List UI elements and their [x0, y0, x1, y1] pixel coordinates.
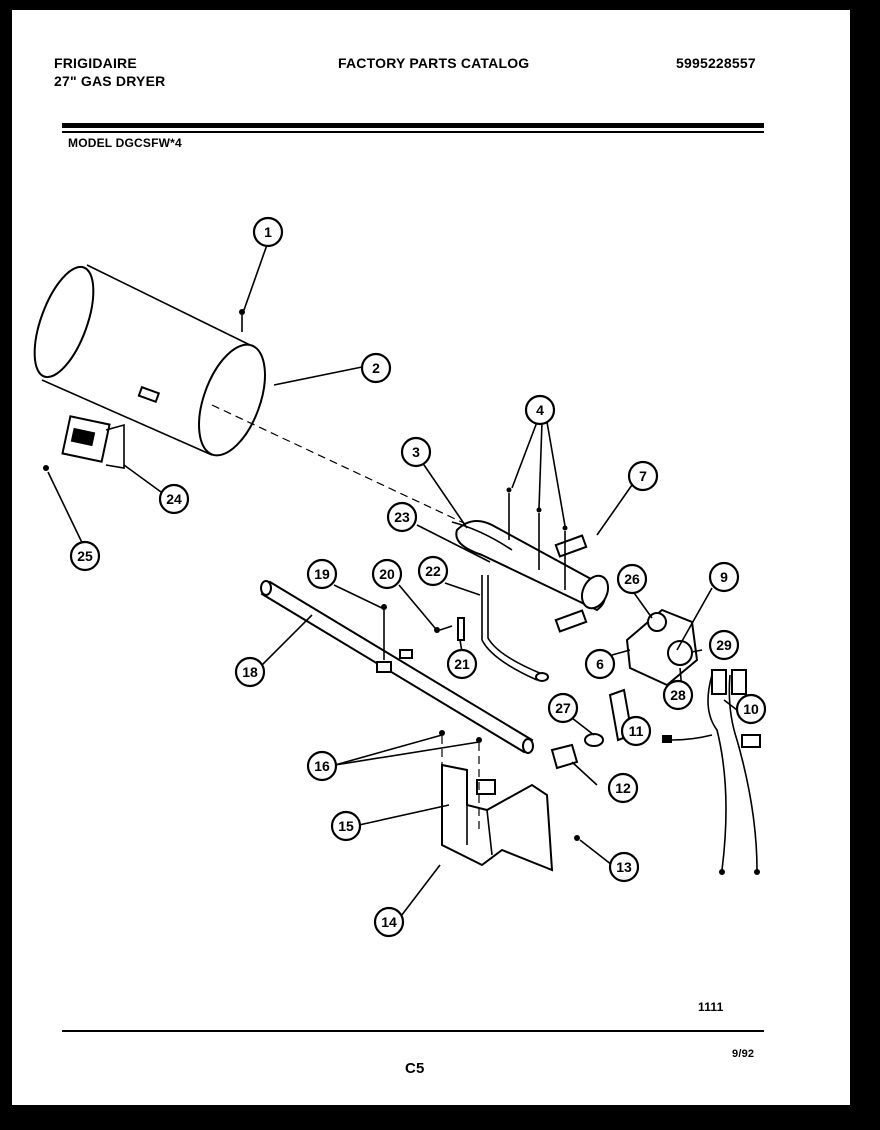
callout-7: 7: [627, 460, 659, 492]
callout-4: 4: [524, 394, 556, 426]
svg-text:22: 22: [425, 563, 441, 579]
callout-1: 1: [252, 216, 284, 248]
callout-18: 18: [234, 656, 266, 688]
exploded-parts-diagram: 1 2 3 4 6 7 9 10 11 12 13 14 15 16 18 19…: [33, 216, 767, 938]
svg-text:21: 21: [454, 656, 470, 672]
callout-22: 22: [417, 555, 449, 587]
svg-text:15: 15: [338, 818, 354, 834]
callout-9: 9: [708, 561, 740, 593]
callout-24: 24: [158, 483, 190, 515]
svg-text:3: 3: [412, 444, 420, 460]
callout-26: 26: [616, 563, 648, 595]
catalog-title: FACTORY PARTS CATALOG: [338, 55, 530, 71]
svg-text:25: 25: [77, 548, 93, 564]
svg-text:18: 18: [242, 664, 258, 680]
svg-text:2: 2: [372, 360, 380, 376]
svg-text:14: 14: [381, 914, 397, 930]
callout-6: 6: [584, 648, 616, 680]
svg-text:6: 6: [596, 656, 604, 672]
figure-code: 1111: [698, 1000, 724, 1014]
svg-text:12: 12: [615, 780, 631, 796]
svg-text:26: 26: [624, 571, 640, 587]
svg-text:11: 11: [629, 723, 644, 739]
callout-28: 28: [662, 679, 694, 711]
drum-part: [33, 264, 266, 457]
wire-harness-part: [662, 669, 761, 875]
callout-11: 11: [620, 715, 652, 747]
header-rule-thin: [62, 131, 764, 133]
callout-2: 2: [360, 352, 392, 384]
svg-text:27: 27: [555, 700, 571, 716]
manifold-pipe-part: [260, 580, 534, 754]
brand-name: FRIGIDAIRE: [54, 55, 137, 71]
callout-20: 20: [371, 558, 403, 590]
callout-14: 14: [373, 906, 405, 938]
svg-text:13: 13: [616, 859, 632, 875]
svg-text:9: 9: [720, 569, 728, 585]
svg-text:19: 19: [314, 566, 330, 582]
product-name: 27" GAS DRYER: [54, 73, 166, 89]
callout-21: 21: [446, 648, 478, 680]
svg-text:29: 29: [716, 637, 732, 653]
svg-text:10: 10: [743, 701, 759, 717]
small-parts-group: [434, 575, 549, 682]
svg-text:20: 20: [379, 566, 395, 582]
callout-19: 19: [306, 558, 338, 590]
svg-text:23: 23: [394, 509, 410, 525]
svg-text:16: 16: [314, 758, 330, 774]
burner-assembly-part: [451, 487, 610, 633]
callout-23: 23: [386, 501, 418, 533]
callout-16: 16: [306, 750, 338, 782]
bracket-assembly-part: [439, 730, 554, 872]
catalog-number: 5995228557: [676, 55, 756, 71]
callout-12: 12: [607, 772, 639, 804]
switch-bracket-part: [43, 415, 125, 471]
model-number: MODEL DGCSFW*4: [68, 136, 182, 150]
svg-text:4: 4: [536, 402, 544, 418]
gas-valve-part: [611, 608, 699, 687]
page-label: C5: [405, 1060, 425, 1077]
callout-29: 29: [708, 629, 740, 661]
svg-text:7: 7: [639, 468, 647, 484]
parts-catalog-page: FRIGIDAIRE 27" GAS DRYER FACTORY PARTS C…: [12, 10, 850, 1105]
callout-13: 13: [608, 851, 640, 883]
callout-15: 15: [330, 810, 362, 842]
callout-10: 10: [735, 693, 767, 725]
revision-date: 9/92: [732, 1048, 755, 1060]
callout-25: 25: [69, 540, 101, 572]
callout-27: 27: [547, 692, 579, 724]
svg-text:1: 1: [264, 224, 272, 240]
svg-text:24: 24: [166, 491, 182, 507]
callout-3: 3: [400, 436, 432, 468]
header-rule: [62, 123, 764, 128]
footer-rule: [62, 1030, 764, 1032]
svg-text:28: 28: [670, 687, 686, 703]
